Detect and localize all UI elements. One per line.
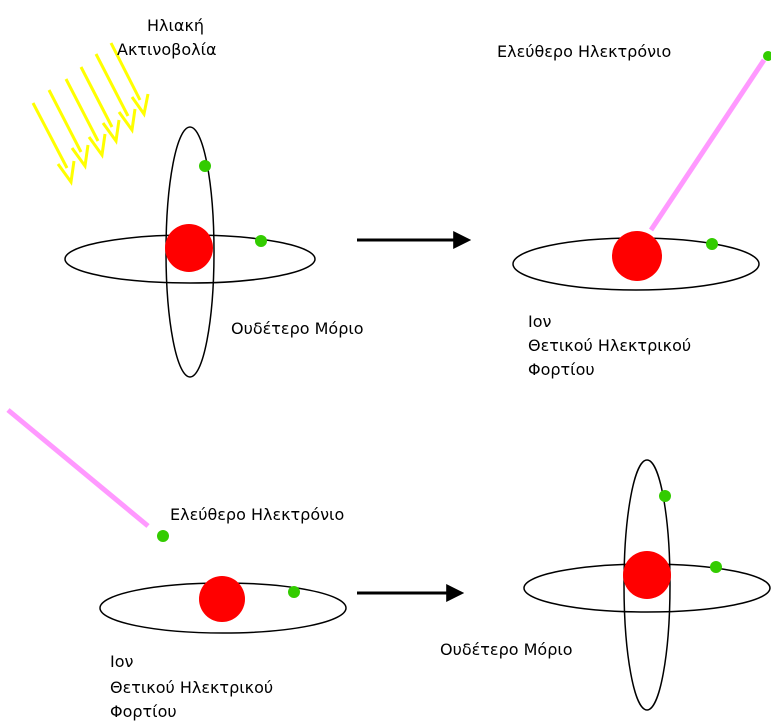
electron [710, 561, 722, 573]
neutral-molecule-label: Ουδέτερο Μόριο [440, 640, 573, 659]
ion-bottom [6, 408, 347, 634]
electron [288, 586, 300, 598]
electron-trail [648, 58, 767, 232]
ion-label: Ιον [110, 652, 134, 671]
radiation-ray [79, 66, 121, 145]
nucleus [623, 551, 671, 599]
ion-top [512, 51, 771, 291]
electron [659, 490, 671, 502]
radiation-ray [94, 53, 137, 134]
solar-radiation-rays [31, 42, 150, 186]
radiation-ray [109, 42, 150, 118]
ion-label: Θετικού Ηλεκτρικού [528, 336, 691, 355]
free-electron-label: Ελεύθερο Ηλεκτρόνιο [170, 505, 344, 524]
ion-label: Φορτίου [110, 702, 177, 721]
ion-label: Ιον [528, 312, 552, 331]
electron [763, 51, 771, 61]
neutral-molecule-bottom [523, 459, 771, 711]
neutral-molecule-label: Ουδέτερο Μόριο [231, 319, 364, 338]
vertical-orbit [623, 459, 671, 711]
electron [199, 160, 211, 172]
electron [706, 238, 718, 250]
ion-label: Φορτίου [528, 360, 595, 379]
nucleus [165, 224, 213, 272]
nucleus [199, 576, 245, 622]
nucleus [612, 231, 662, 281]
radiation-ray [64, 78, 107, 159]
radiation-ray [47, 89, 90, 170]
electron-trail [6, 408, 150, 528]
electron [157, 530, 169, 542]
electron [255, 235, 267, 247]
solar-radiation-label: Ακτινοβολία [117, 40, 217, 59]
neutral-molecule-top [64, 126, 316, 378]
solar-radiation-label: Ηλιακή [147, 16, 204, 35]
ion-label: Θετικού Ηλεκτρικού [110, 678, 273, 697]
radiation-ray [31, 102, 76, 186]
free-electron-label: Ελεύθερο Ηλεκτρόνιο [497, 42, 671, 61]
